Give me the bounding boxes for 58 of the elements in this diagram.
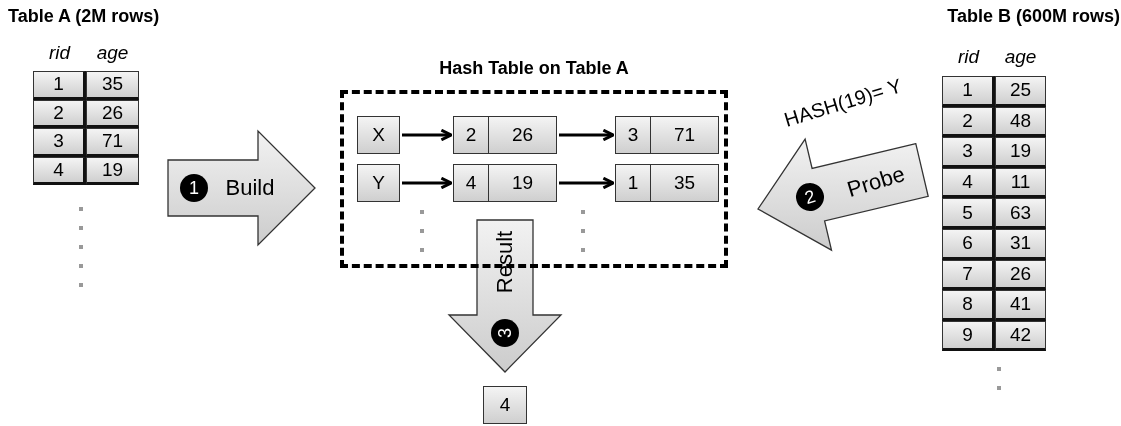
entry-key: 1 (616, 165, 651, 201)
table-cell: 42 (995, 320, 1046, 352)
table-cell: 19 (86, 156, 139, 185)
table-cell: 35 (86, 71, 139, 100)
key-box: 4 (483, 386, 527, 424)
table-cell: 63 (995, 198, 1046, 229)
hash-entry (615, 164, 719, 202)
hash-entry (615, 116, 719, 154)
table-cell: 26 (86, 99, 139, 128)
edge-label: Build (225, 175, 275, 201)
column-header: rid (956, 46, 981, 69)
entry-value: 71 (672, 123, 697, 147)
table-cell: 9 (942, 320, 995, 352)
block-arrow (167, 129, 316, 247)
table-cell: 31 (995, 229, 1046, 260)
arrow (559, 176, 615, 190)
table-cell: 71 (86, 128, 139, 157)
column-header: age (1003, 46, 1038, 69)
arrow (402, 128, 453, 142)
entry-key: 3 (616, 117, 651, 153)
hash-entry (453, 116, 557, 154)
edge-label: Result (492, 230, 518, 294)
table-cell: 3 (33, 128, 86, 157)
table-title: Table A (2M rows) (8, 6, 158, 27)
column-header: age (95, 42, 130, 65)
edge-label: Probe (844, 161, 908, 203)
table-cell: 4 (942, 167, 995, 199)
table-cell: 6 (942, 229, 995, 260)
block-arrow (757, 137, 929, 252)
entry-key: 2 (454, 117, 489, 153)
entry-value: 19 (510, 171, 535, 195)
table-title: Table B (600M rows) (946, 6, 1120, 27)
table-cell: 1 (33, 71, 86, 100)
key-box: Y (357, 164, 400, 202)
block-arrow (447, 219, 563, 373)
table-cell: 5 (942, 198, 995, 229)
table-cell: 26 (995, 259, 1046, 291)
column-header: rid (47, 42, 72, 65)
table-cell: 11 (995, 167, 1046, 199)
entry-value: 26 (510, 123, 535, 147)
arrow (559, 128, 615, 142)
hash-entry (453, 164, 557, 202)
table-cell: 41 (995, 290, 1046, 321)
table-cell: 48 (995, 106, 1046, 138)
key-box: X (357, 116, 400, 154)
table-cell: 8 (942, 290, 995, 321)
table-cell: 1 (942, 76, 995, 107)
entry-value: 35 (672, 171, 697, 195)
arrow (402, 176, 453, 190)
entry-key: 4 (454, 165, 489, 201)
table-cell: 19 (995, 137, 1046, 168)
frame-title: Hash Table on Table A (438, 58, 630, 79)
table-cell: 4 (33, 156, 86, 185)
table-cell: 2 (942, 106, 995, 138)
table-cell: 2 (33, 99, 86, 128)
table-cell: 3 (942, 137, 995, 168)
table-cell: 7 (942, 259, 995, 291)
table-cell: 25 (995, 76, 1046, 107)
